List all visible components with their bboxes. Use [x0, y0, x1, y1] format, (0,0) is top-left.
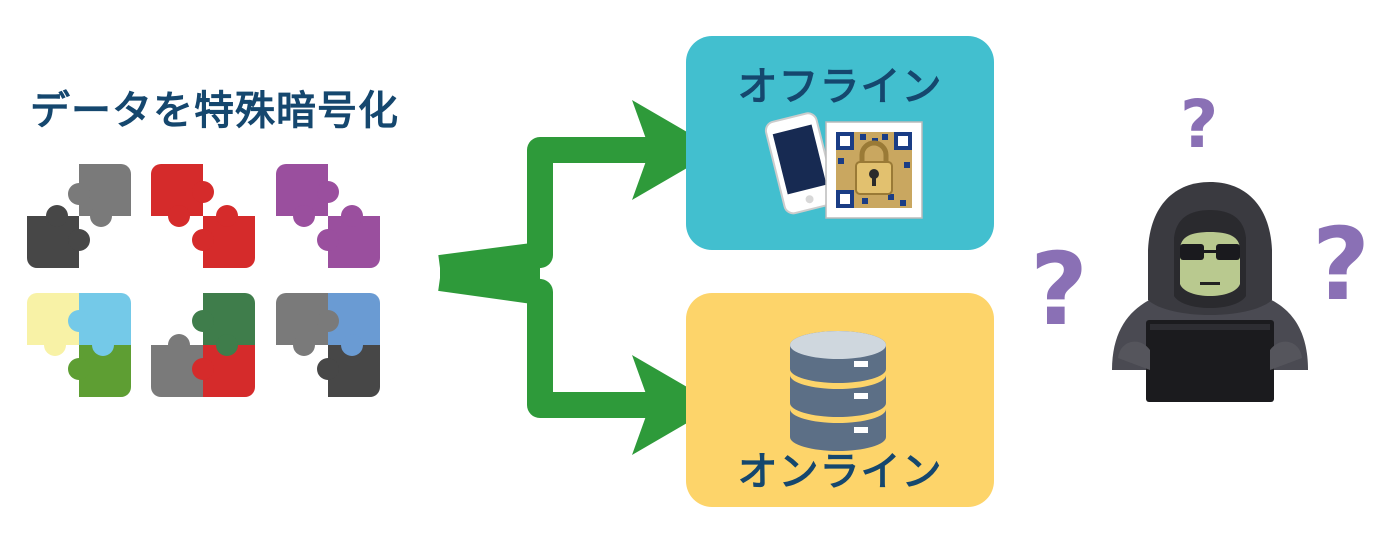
- question-mark-left: ?: [1030, 231, 1089, 348]
- question-mark-top: ?: [1180, 86, 1219, 163]
- arrow-head-offline: [632, 100, 718, 200]
- puzzle-gray-blue-dark-icon: [276, 293, 380, 397]
- puzzle-yellow-blue-green-icon: [27, 293, 131, 397]
- puzzle-gray-dark-icon: [27, 164, 131, 268]
- puzzle-red-icon: [151, 164, 255, 268]
- offline-box: オフライン: [686, 36, 994, 250]
- qr-code-lock-icon: [825, 121, 923, 219]
- puzzle-purple-icon: [276, 164, 380, 268]
- section-title: データを特殊暗号化: [30, 88, 399, 134]
- offline-label: オフライン: [737, 64, 943, 110]
- online-label: オンライン: [737, 449, 943, 495]
- puzzle-green-gray-red-icon: [151, 293, 255, 397]
- question-mark-right: ?: [1312, 206, 1371, 323]
- database-server-icon: [790, 331, 886, 451]
- arrow-head-online: [632, 355, 718, 455]
- online-box: オンライン: [686, 293, 994, 507]
